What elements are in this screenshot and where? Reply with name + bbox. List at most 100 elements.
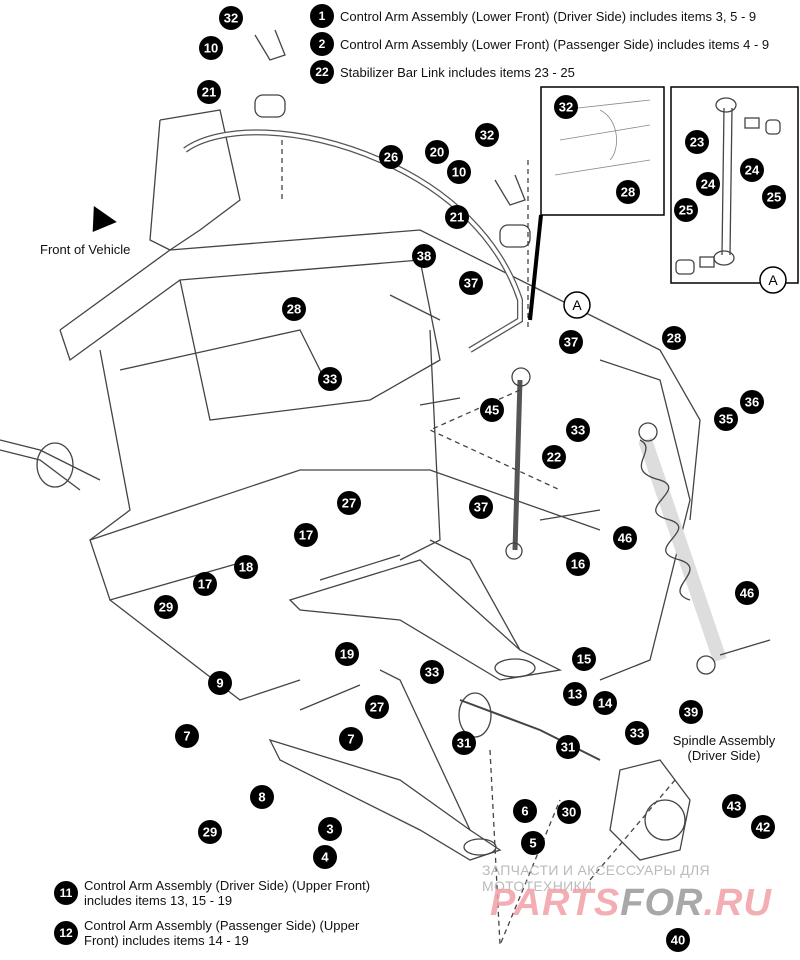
inset-line-art bbox=[554, 99, 651, 176]
callout-17 bbox=[193, 572, 217, 596]
callout-number: 8 bbox=[258, 790, 265, 805]
callout-3 bbox=[318, 817, 342, 841]
callout-25 bbox=[762, 185, 786, 209]
callout-number: 37 bbox=[474, 500, 488, 515]
callout-32 bbox=[475, 123, 499, 147]
callout-number: 23 bbox=[690, 135, 704, 150]
front-of-vehicle-label: Front of Vehicle bbox=[40, 242, 131, 257]
callout-28 bbox=[662, 326, 686, 350]
callout-25 bbox=[674, 198, 698, 222]
callout-number: 3 bbox=[326, 822, 333, 837]
callout-32 bbox=[554, 95, 578, 119]
callout-number: 28 bbox=[667, 331, 681, 346]
callout-number: 36 bbox=[745, 395, 759, 410]
callout-19 bbox=[335, 642, 359, 666]
callout-number: 32 bbox=[559, 100, 573, 115]
inset-detail-a bbox=[670, 86, 799, 284]
callout-13 bbox=[563, 682, 587, 706]
callout-5 bbox=[521, 831, 545, 855]
callout-43 bbox=[722, 794, 746, 818]
watermark-part: PARTS bbox=[490, 882, 621, 924]
callout-number: 7 bbox=[347, 732, 354, 747]
callout-40 bbox=[666, 928, 690, 952]
callout-29 bbox=[154, 595, 178, 619]
callout-9 bbox=[208, 671, 232, 695]
callout-number: 38 bbox=[417, 249, 431, 264]
callout-33 bbox=[566, 418, 590, 442]
callout-number: 4 bbox=[321, 850, 329, 865]
legend-item-1: 1 Control Arm Assembly (Lower Front) (Dr… bbox=[310, 4, 756, 28]
callout-38 bbox=[412, 244, 436, 268]
callout-24 bbox=[696, 172, 720, 196]
callout-number: 7 bbox=[183, 729, 190, 744]
callout-27 bbox=[365, 695, 389, 719]
callout-number: 46 bbox=[740, 586, 754, 601]
callout-number: 28 bbox=[621, 185, 635, 200]
callout-number: 27 bbox=[370, 700, 384, 715]
callout-number: 28 bbox=[287, 302, 301, 317]
callout-42 bbox=[751, 815, 775, 839]
callout-number: 25 bbox=[679, 203, 693, 218]
detail-a-label: A bbox=[572, 297, 582, 313]
callout-number: 20 bbox=[430, 145, 444, 160]
legend-text: Control Arm Assembly (Lower Front) (Driv… bbox=[340, 8, 757, 24]
callout-number: 33 bbox=[323, 372, 337, 387]
callout-badge: 1 bbox=[310, 4, 334, 28]
callout-7 bbox=[175, 724, 199, 748]
callout-number: 46 bbox=[618, 531, 632, 546]
callout-33 bbox=[625, 721, 649, 745]
watermark-logo: PARTSFOR.RU bbox=[490, 882, 772, 925]
callout-number: 26 bbox=[384, 150, 398, 165]
callout-45 bbox=[480, 398, 504, 422]
callout-6 bbox=[513, 799, 537, 823]
callout-26 bbox=[379, 145, 403, 169]
callout-24 bbox=[740, 158, 764, 182]
callout-number: 40 bbox=[671, 933, 685, 948]
callout-number: 14 bbox=[598, 696, 613, 711]
legend-text: Control Arm Assembly (Driver Side) (Uppe… bbox=[84, 878, 371, 908]
callout-number: 32 bbox=[224, 11, 238, 26]
callout-37 bbox=[459, 271, 483, 295]
callout-46 bbox=[613, 526, 637, 550]
callout-number: 10 bbox=[452, 165, 466, 180]
watermark-part: FOR bbox=[620, 882, 704, 924]
callout-20 bbox=[425, 140, 449, 164]
callout-46 bbox=[735, 581, 759, 605]
callout-number: 19 bbox=[340, 647, 354, 662]
callout-36 bbox=[740, 390, 764, 414]
callout-21 bbox=[197, 80, 221, 104]
stabilizer-link-detail-art bbox=[675, 97, 781, 275]
callout-number: 45 bbox=[485, 403, 499, 418]
callout-39 bbox=[679, 700, 703, 724]
callout-number: 21 bbox=[450, 210, 464, 225]
callout-number: 6 bbox=[521, 804, 528, 819]
callout-number: 37 bbox=[464, 276, 478, 291]
callout-number: 33 bbox=[630, 726, 644, 741]
callout-28 bbox=[616, 180, 640, 204]
callout-35 bbox=[714, 407, 738, 431]
callout-number: 16 bbox=[571, 557, 585, 572]
callout-33 bbox=[318, 367, 342, 391]
detail-a-label: A bbox=[768, 272, 778, 288]
callout-number: 25 bbox=[767, 190, 781, 205]
callout-8 bbox=[250, 785, 274, 809]
callout-18 bbox=[234, 555, 258, 579]
callout-number: 33 bbox=[571, 423, 585, 438]
watermark-part: .RU bbox=[703, 882, 772, 924]
callout-27 bbox=[337, 491, 361, 515]
detail-a-marker bbox=[759, 266, 787, 294]
callout-10 bbox=[199, 36, 223, 60]
legend-item-12: 12 Control Arm Assembly (Passenger Side)… bbox=[54, 918, 374, 948]
callout-17 bbox=[294, 523, 318, 547]
callout-30 bbox=[557, 800, 581, 824]
callout-31 bbox=[452, 731, 476, 755]
callout-23 bbox=[685, 130, 709, 154]
callout-number: 31 bbox=[457, 736, 471, 751]
callout-37 bbox=[559, 330, 583, 354]
callout-15 bbox=[572, 647, 596, 671]
callout-32 bbox=[219, 6, 243, 30]
callout-number: 39 bbox=[684, 705, 698, 720]
callout-31 bbox=[556, 735, 580, 759]
